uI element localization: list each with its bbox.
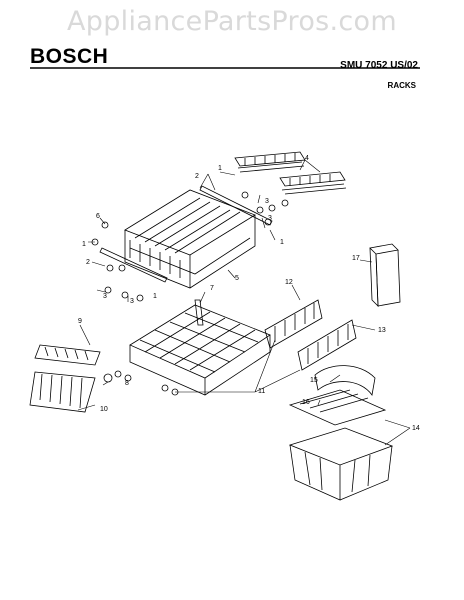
callout-2-left: 2 <box>86 259 90 266</box>
cutlery-shelf-drawing <box>29 344 101 413</box>
callout-16: 16 <box>302 399 310 406</box>
callout-3-left: 3 <box>103 293 107 300</box>
rack-rail-drawing <box>199 185 289 226</box>
callout-1-mid: 1 <box>153 293 157 300</box>
callout-9: 9 <box>78 318 82 325</box>
brand-logo: BOSCH <box>30 45 109 68</box>
callout-6-top: 6 <box>96 213 100 220</box>
callout-7: 7 <box>210 285 214 292</box>
callout-8: 8 <box>125 380 129 387</box>
callout-1-right: 1 <box>280 239 284 246</box>
leader-lines <box>77 159 411 446</box>
callout-labels: 1 2 3 3 4 5 6 7 8 9 10 11 12 13 14 15 16… <box>78 155 420 432</box>
lower-rack-drawing <box>129 299 271 396</box>
lower-rail-drawing <box>91 221 168 302</box>
callout-3-a: 3 <box>265 198 269 205</box>
callout-3-b: 3 <box>268 215 272 222</box>
callout-14: 14 <box>412 425 420 432</box>
callout-3-mid: 3 <box>130 298 134 305</box>
callout-17: 17 <box>352 255 360 262</box>
silverware-basket-drawing <box>288 365 394 501</box>
section-title: RACKS <box>387 81 416 90</box>
callout-15: 15 <box>310 377 318 384</box>
callout-4: 4 <box>305 155 309 162</box>
callout-11: 11 <box>258 388 265 395</box>
callout-1-left: 1 <box>82 241 86 248</box>
callout-5: 5 <box>235 275 239 282</box>
tall-basket-drawing <box>369 243 401 308</box>
callout-13: 13 <box>378 327 386 334</box>
callout-10: 10 <box>100 406 108 413</box>
callout-12: 12 <box>285 279 293 286</box>
callout-2-top: 2 <box>195 173 199 180</box>
model-number: SMU 7052 US/02 <box>340 60 418 71</box>
upper-rack-drawing <box>124 189 256 289</box>
cutlery-rails-drawing <box>234 151 347 195</box>
callout-1-top: 1 <box>218 165 222 172</box>
watermark: AppliancePartsPros.com <box>67 6 397 37</box>
tine-rows-drawing <box>264 299 357 371</box>
lower-wheels-drawing <box>103 370 179 396</box>
